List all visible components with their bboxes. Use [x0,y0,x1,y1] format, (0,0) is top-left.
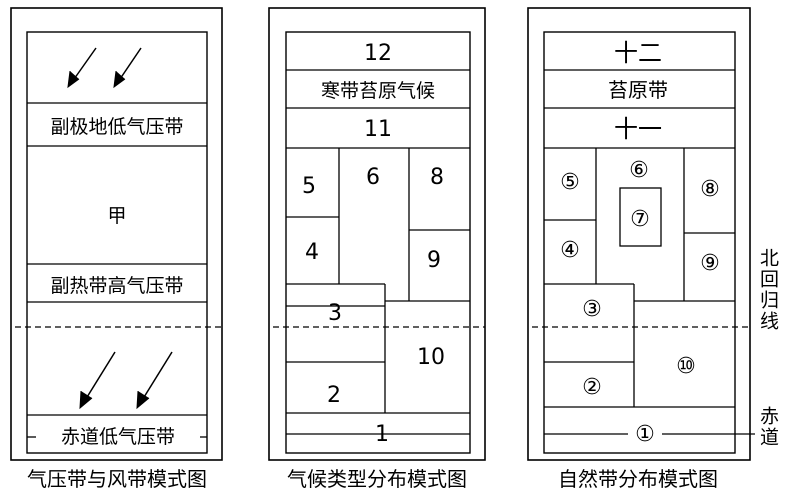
arrowhead [79,390,93,410]
zone-12-label: 十二 [614,39,662,67]
subpolar-low-label: 副极地低气压带 [50,116,183,138]
arrowhead [136,390,150,410]
climate-3-label: 3 [328,301,342,326]
equator-label: 赤道 [757,406,779,448]
zone-7-label: ⑦ [630,207,650,232]
equatorial-low-label: 赤道低气压带 [61,426,175,448]
climate-12-label: 12 [364,41,392,66]
panel3-caption: 自然带分布模式图 [558,467,718,491]
region-jia-label: 甲 [107,205,126,227]
climate-4-label: 4 [305,240,319,265]
panel1-inner-frame [26,31,208,454]
panel2-outer-frame [268,7,486,461]
panel-natural-zones [527,7,755,461]
zone-8-label: ⑧ [700,177,720,202]
tundra-zone-label: 苔原带 [608,78,668,102]
panel3-inner-frame [543,31,736,454]
climate-5-label: 5 [302,174,316,199]
wind-arrow [83,351,116,403]
wind-arrow [140,351,173,403]
panel-pressure-wind [10,7,223,461]
subtropical-high-label: 副热带高气压带 [50,275,183,297]
climate-1-label: 1 [375,422,389,447]
tundra-climate-label: 寒带苔原气候 [321,80,435,102]
zone-7-box [619,187,662,247]
panel-climate-types [268,7,486,461]
panel2-inner-frame [285,31,471,454]
zone-5-label: ⑤ [560,170,580,195]
climate-2-label: 2 [327,383,341,408]
arrowhead [67,70,80,89]
climate-11-label: 11 [364,117,392,142]
climate-9-label: 9 [427,248,441,273]
zone-2-label: ② [582,375,602,400]
climate-6-label: 6 [366,165,380,190]
panel1-caption: 气压带与风带模式图 [27,467,207,491]
zone-11-label: 十一 [614,115,662,143]
panel1-outer-frame [10,7,223,461]
zone-3-label: ③ [582,297,602,322]
zone-9-label: ⑨ [700,251,720,276]
climate-10-label: 10 [417,345,445,370]
panel2-caption: 气候类型分布模式图 [287,467,467,491]
zone-4-label: ④ [560,238,580,263]
zone-10-label: ⑩ [676,354,696,379]
arrowhead [113,70,126,89]
panel3-outer-frame [527,7,751,461]
climate-8-label: 8 [430,165,444,190]
zone-1-label: ① [635,422,655,447]
tropic-of-cancer-label: 北回归线 [757,248,779,332]
zone-6-label: ⑥ [629,158,649,183]
